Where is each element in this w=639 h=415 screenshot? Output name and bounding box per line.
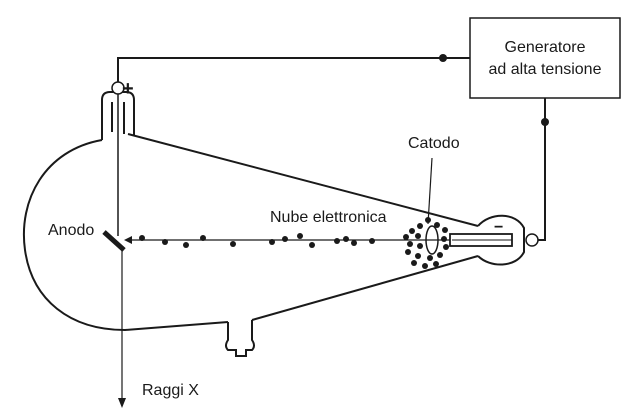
circuit-wires bbox=[117, 54, 549, 241]
electron-dot bbox=[297, 233, 303, 239]
cloud-dot bbox=[407, 241, 413, 247]
cathode-bulb bbox=[477, 214, 525, 266]
anode bbox=[102, 94, 126, 252]
electron-dot bbox=[369, 238, 375, 244]
tube-envelope bbox=[22, 133, 479, 332]
cloud-dot bbox=[437, 252, 443, 258]
electron-cloud-label: Nube elettronica bbox=[270, 209, 387, 226]
electron-dot bbox=[334, 238, 340, 244]
cloud-dot bbox=[434, 222, 440, 228]
electron-dot bbox=[269, 239, 275, 245]
electron-dot bbox=[200, 235, 206, 241]
plus-sign: + bbox=[122, 78, 134, 100]
xray-label: Raggi X bbox=[142, 382, 199, 399]
anode-wire-junction bbox=[439, 54, 447, 62]
electron-dot bbox=[343, 236, 349, 242]
generator-box bbox=[469, 17, 621, 99]
electron-dot bbox=[162, 239, 168, 245]
electron-dot bbox=[230, 241, 236, 247]
cathode-pointer bbox=[427, 157, 433, 225]
electron-beam bbox=[124, 236, 450, 244]
electron-dot bbox=[309, 242, 315, 248]
anode-label: Anodo bbox=[48, 222, 94, 239]
electron-dot bbox=[183, 242, 189, 248]
generator-label-line2: ad alta tensione bbox=[489, 61, 602, 78]
cloud-dot bbox=[442, 227, 448, 233]
beam-arrowhead bbox=[124, 236, 132, 244]
cloud-dot bbox=[433, 261, 439, 267]
cloud-dot bbox=[417, 223, 423, 229]
generator-label-line1: Generatore bbox=[505, 39, 586, 56]
electron-dot bbox=[139, 235, 145, 241]
cathode-wire bbox=[538, 98, 546, 241]
cloud-dot bbox=[443, 244, 449, 250]
electron-dot bbox=[282, 236, 288, 242]
anode-target bbox=[102, 230, 126, 252]
xray-output bbox=[118, 248, 126, 408]
cloud-dot bbox=[427, 255, 433, 261]
xray-arrowhead bbox=[118, 398, 126, 408]
cloud-dot bbox=[409, 228, 415, 234]
glass-tube bbox=[22, 81, 539, 357]
anode-neck-inner bbox=[111, 102, 125, 134]
anode-wire bbox=[117, 57, 470, 84]
generator: Generatore ad alta tensione bbox=[469, 17, 621, 99]
cloud-dot bbox=[405, 249, 411, 255]
tube-nipple bbox=[225, 320, 255, 357]
electron-dots bbox=[139, 233, 375, 248]
cathode-wire-junction bbox=[541, 118, 549, 126]
cloud-dot bbox=[415, 253, 421, 259]
cloud-dot bbox=[411, 260, 417, 266]
electron-cloud bbox=[403, 217, 449, 269]
cloud-dot bbox=[425, 217, 431, 223]
cloud-dot bbox=[422, 263, 428, 269]
cloud-dot bbox=[403, 234, 409, 240]
cathode-terminal bbox=[525, 233, 539, 247]
cloud-dot bbox=[415, 233, 421, 239]
cloud-dot bbox=[417, 243, 423, 249]
cloud-dot bbox=[441, 236, 447, 242]
minus-sign: − bbox=[494, 219, 503, 236]
cathode-label: Catodo bbox=[408, 135, 460, 152]
electron-dot bbox=[351, 240, 357, 246]
